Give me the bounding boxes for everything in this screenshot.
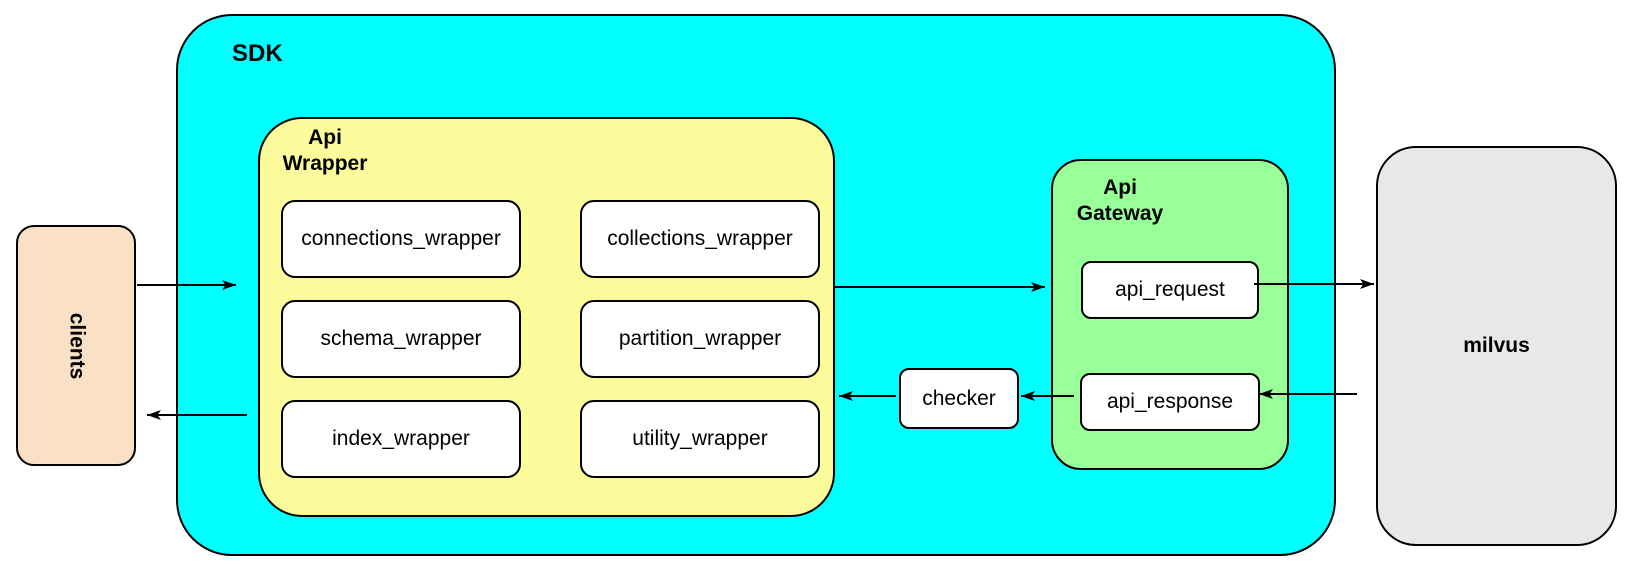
api-gateway-container: Api Gateway api_request api_response [1051, 159, 1289, 470]
api-request-box: api_request [1081, 261, 1259, 319]
milvus-box: milvus [1376, 146, 1617, 546]
partition-wrapper-box: partition_wrapper [580, 300, 820, 378]
api-request-label: api_request [1115, 278, 1225, 301]
sdk-container: SDK Api Wrapper connections_wrapper coll… [176, 14, 1336, 556]
sdk-label: SDK [232, 40, 283, 67]
api-gateway-label: Api Gateway [1076, 176, 1164, 226]
milvus-label: milvus [1463, 334, 1530, 357]
api-response-box: api_response [1080, 373, 1260, 431]
index-wrapper-box: index_wrapper [281, 400, 521, 478]
utility-wrapper-label: utility_wrapper [632, 427, 768, 450]
checker-box: checker [899, 368, 1019, 429]
collections-wrapper-box: collections_wrapper [580, 200, 820, 278]
utility-wrapper-box: utility_wrapper [580, 400, 820, 478]
api-response-label: api_response [1106, 390, 1234, 413]
api-wrapper-container: Api Wrapper connections_wrapper collecti… [258, 117, 835, 517]
clients-box: clients [16, 225, 136, 466]
schema-wrapper-box: schema_wrapper [281, 300, 521, 378]
partition-wrapper-label: partition_wrapper [618, 327, 782, 350]
collections-wrapper-label: collections_wrapper [607, 227, 793, 250]
api-wrapper-label: Api Wrapper [282, 126, 368, 176]
connections-wrapper-box: connections_wrapper [281, 200, 521, 278]
checker-label: checker [922, 386, 996, 410]
index-wrapper-label: index_wrapper [332, 427, 470, 450]
connections-wrapper-label: connections_wrapper [301, 227, 501, 250]
schema-wrapper-label: schema_wrapper [320, 327, 482, 350]
clients-label: clients [65, 312, 88, 379]
